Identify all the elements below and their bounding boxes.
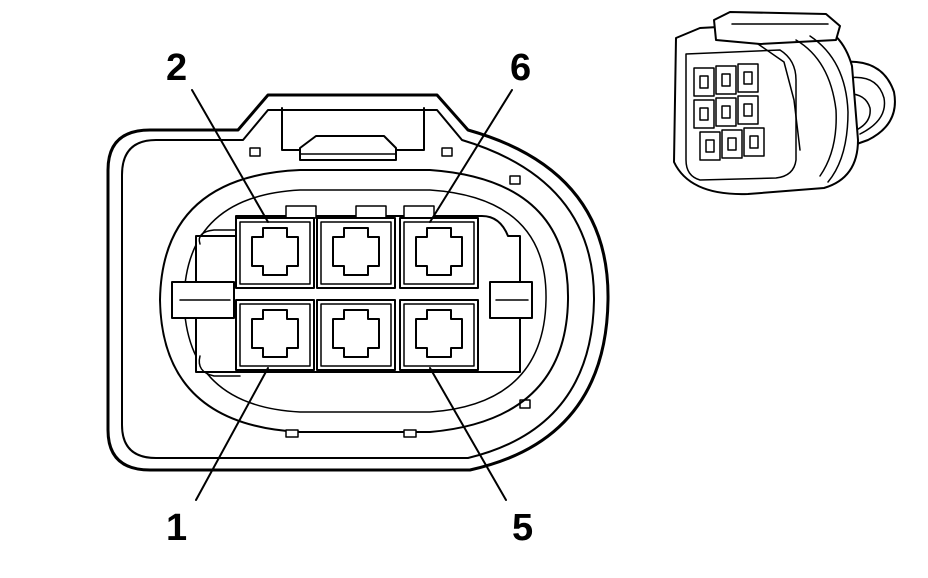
iso-seal-edge [809,35,849,183]
iso-cavity-socket [721,73,731,87]
iso-cavity-socket [727,137,737,151]
connector-housing-outer [106,93,610,472]
cavity-frame-inner [403,303,475,367]
connector-face-view: 2 6 1 5 [106,47,610,549]
housing-notch [509,175,521,185]
iso-cavity [715,65,737,95]
terminal-socket [415,309,463,358]
terminal-socket [251,227,299,276]
terminal-socket [332,309,380,358]
carrier-tab [403,205,435,219]
connector-isometric-view [673,11,896,196]
carrier-lower-lip [198,355,241,377]
terminal-cavity-pin-1 [235,299,315,371]
iso-body-edge [757,43,801,151]
terminal-cavity-pin-5 [399,299,479,371]
terminal-cavity [316,217,396,289]
pin-label-5: 5 [512,507,533,549]
iso-cavity-socket [699,107,709,121]
seal-tab [285,429,299,438]
callout-line-pin-6 [429,89,513,223]
housing-notch [441,147,453,157]
iso-cavity-socket [699,75,709,89]
housing-notch [249,147,261,157]
terminal-cavity-pin-6 [399,217,479,289]
iso-cavity [721,129,743,159]
terminal-cavity [316,299,396,371]
callout-line-pin-2 [191,89,269,223]
iso-cavity-socket [721,105,731,119]
latch-ramp [299,135,397,161]
iso-cavity-socket [743,103,753,117]
cavity-frame-inner [239,221,311,285]
seal-tab [403,429,417,438]
terminal-socket [415,227,463,276]
connector-housing-inner [121,109,596,459]
iso-seal-edge [795,39,837,177]
iso-cavity [743,127,765,157]
iso-cavity [737,95,759,125]
cavity-frame-inner [320,221,392,285]
iso-cavity-socket [705,139,715,153]
callout-line-pin-1 [195,367,269,501]
boot-rib [837,76,886,135]
pin-label-6: 6 [510,47,531,89]
iso-cavity [715,97,737,127]
iso-cavity-socket [749,135,759,149]
iso-cavity [699,131,721,161]
iso-cavity-socket [743,71,753,85]
carrier-upper-lip [198,229,237,245]
terminal-socket [251,309,299,358]
cavity-frame-inner [320,303,392,367]
iso-cavity [737,63,759,93]
iso-latch [713,11,841,45]
seal-ring-outer [159,169,570,433]
carrier-tab [285,205,317,219]
cavity-frame-inner [403,221,475,285]
iso-face-inner [685,49,797,181]
iso-terminal-cavities [693,63,765,161]
pin-label-2: 2 [166,47,187,89]
callout-line-pin-5 [429,367,507,501]
terminal-cavities [235,217,479,371]
cavity-frame-inner [239,303,311,367]
seal-ring-inner [183,189,547,413]
terminal-socket [332,227,380,276]
iso-cavity [693,67,715,97]
pin-label-1: 1 [166,507,187,549]
iso-cavity [693,99,715,129]
terminal-cavity-pin-2 [235,217,315,289]
carrier-tab [355,205,387,219]
